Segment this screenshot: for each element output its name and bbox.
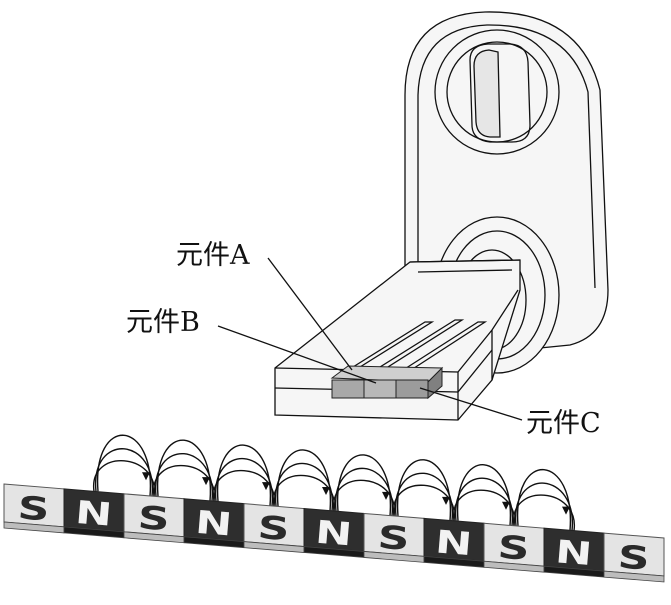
field-arrow xyxy=(442,496,450,505)
leader-lines xyxy=(217,257,523,421)
field-line xyxy=(213,469,275,507)
field-line xyxy=(336,454,392,516)
field-line xyxy=(95,448,153,497)
field-line xyxy=(335,467,393,516)
magnet-segment-edge xyxy=(603,570,665,583)
field-line xyxy=(216,444,272,507)
field-line xyxy=(515,482,573,531)
field-arrow xyxy=(202,477,210,486)
field-line xyxy=(93,460,155,497)
field-line xyxy=(453,489,515,526)
magnet-pole-letter: S xyxy=(16,489,51,529)
field-line xyxy=(396,459,452,521)
magnet-pole-letter: S xyxy=(136,499,171,539)
magnet-pole-letter: N xyxy=(314,514,354,554)
field-line xyxy=(456,464,512,526)
sensor-chips xyxy=(330,365,444,400)
field-line xyxy=(96,434,152,497)
field-line xyxy=(156,439,212,502)
magnet-pole-letter: S xyxy=(496,529,531,569)
field-arrow xyxy=(142,472,150,481)
magnet-pole-letter: S xyxy=(256,509,291,549)
magnet-pole-letter: S xyxy=(616,538,651,578)
field-line xyxy=(215,457,273,507)
magnet-pole-letter: N xyxy=(194,504,234,544)
field-arrow xyxy=(562,506,570,515)
field-line xyxy=(395,472,453,521)
magnet-pole-letter: N xyxy=(434,523,474,563)
field-line xyxy=(516,468,572,531)
label-element-b: 元件B xyxy=(126,307,200,338)
field-line xyxy=(455,477,513,526)
field-line xyxy=(273,474,335,512)
field-arrow xyxy=(382,491,390,500)
field-line xyxy=(513,494,575,531)
field-arrow xyxy=(322,487,330,495)
label-element-a: 元件A xyxy=(176,240,250,271)
magnet-pole-letter: N xyxy=(554,533,594,573)
field-line xyxy=(393,484,455,521)
field-line xyxy=(155,453,213,502)
field-arrow xyxy=(502,501,510,510)
magnet-pole-letter: N xyxy=(74,494,114,534)
field-line xyxy=(275,462,333,512)
magnet-pole-letter: S xyxy=(376,519,411,559)
field-arrow xyxy=(262,482,270,491)
magnetic-field-lines xyxy=(93,434,575,531)
field-line xyxy=(276,449,332,512)
label-element-c: 元件C xyxy=(526,408,601,439)
field-line xyxy=(153,464,215,502)
field-line xyxy=(333,479,395,517)
